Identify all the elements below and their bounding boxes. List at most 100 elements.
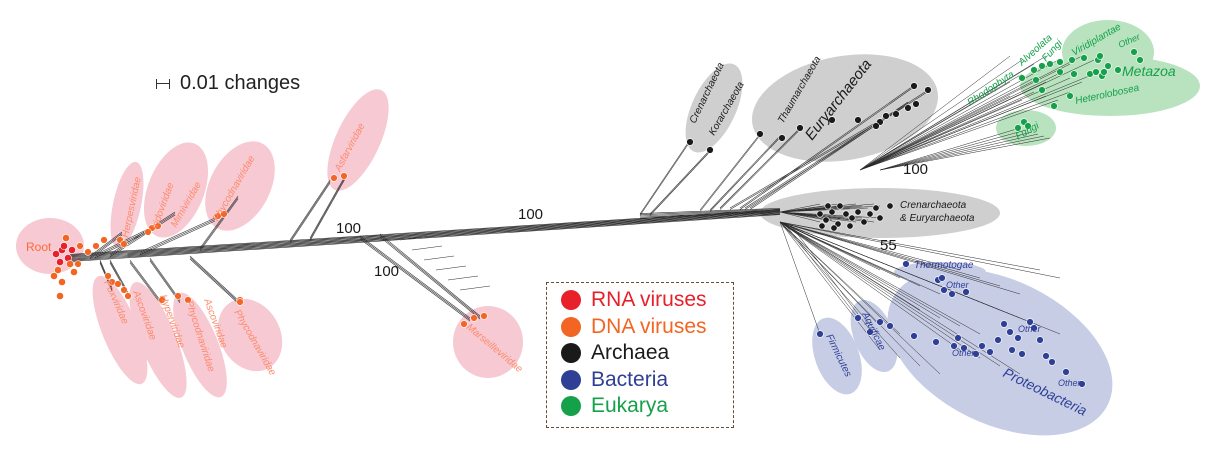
tree-branch bbox=[779, 221, 981, 335]
phyco-upper-bg bbox=[327, 89, 389, 191]
tree-branch bbox=[699, 133, 761, 211]
leaf-node bbox=[114, 280, 122, 288]
leaf-node bbox=[1068, 56, 1076, 64]
proteobacteria-bg bbox=[887, 268, 1113, 436]
leaf-node bbox=[960, 344, 968, 352]
leaf-node bbox=[1066, 92, 1074, 100]
leaf-node bbox=[828, 116, 836, 124]
tree-branch bbox=[779, 221, 941, 319]
tree-branch bbox=[69, 214, 781, 262]
leaf-node bbox=[886, 202, 894, 210]
leaf-node bbox=[938, 274, 946, 282]
tree-branch bbox=[379, 233, 481, 317]
tree-branch bbox=[139, 220, 216, 256]
tree-branch bbox=[879, 135, 1045, 171]
leaf-node bbox=[62, 234, 70, 242]
leaf-node bbox=[854, 116, 862, 124]
leaf-node bbox=[778, 134, 786, 142]
tree-branch bbox=[729, 121, 881, 210]
leaf-node bbox=[948, 290, 956, 298]
scale-bar-icon bbox=[156, 78, 170, 90]
bootstrap-value: 100 bbox=[903, 161, 928, 178]
tree-branch bbox=[649, 149, 711, 215]
leaf-node bbox=[56, 292, 64, 300]
ascovirus-bg bbox=[129, 282, 187, 398]
label-other-b1: Other bbox=[946, 280, 970, 290]
tree-branch bbox=[859, 59, 1023, 171]
tree-branch bbox=[189, 255, 241, 303]
tree-branch bbox=[435, 265, 467, 271]
leaf-node bbox=[1036, 336, 1044, 344]
tree-branch bbox=[379, 235, 481, 318]
phyco-lower-bg bbox=[217, 298, 283, 372]
scale-bar: 0.01 changes bbox=[156, 72, 300, 95]
leaf-node bbox=[84, 248, 92, 256]
leaf-node bbox=[818, 222, 826, 230]
tree-branch bbox=[859, 73, 1059, 171]
leaf-node bbox=[1056, 58, 1064, 66]
leaf-node bbox=[886, 322, 894, 330]
tree-branch bbox=[379, 236, 481, 320]
herpes-bg bbox=[110, 161, 144, 249]
legend-box: RNA viruses DNA viruses Archaea Bacteria… bbox=[546, 282, 734, 428]
legend-dot-icon bbox=[561, 290, 581, 311]
leaf-node bbox=[986, 348, 994, 356]
leaf-node bbox=[76, 242, 84, 250]
tree-branch bbox=[859, 81, 1047, 171]
tree-branch bbox=[779, 221, 941, 295]
marseille-bg bbox=[453, 306, 523, 378]
tree-branch bbox=[69, 209, 781, 255]
tree-branch bbox=[69, 213, 781, 261]
tree-branch bbox=[359, 235, 471, 319]
legend-item-archaea: Archaea bbox=[561, 340, 733, 367]
tree-branch bbox=[639, 208, 781, 214]
leaf-node bbox=[1030, 324, 1038, 332]
tree-branch bbox=[779, 221, 1001, 287]
leaf-node bbox=[1046, 60, 1054, 68]
leaf-node bbox=[846, 222, 854, 230]
leaf-node bbox=[686, 138, 694, 146]
label-other-b3: Other bbox=[952, 348, 976, 358]
legend-item-eukarya: Eukarya bbox=[561, 393, 733, 420]
legend-dot-icon bbox=[561, 369, 581, 390]
leaf-node bbox=[60, 242, 68, 250]
tree-branch bbox=[309, 177, 346, 240]
leaf-node bbox=[994, 336, 1002, 344]
leaf-node bbox=[848, 214, 856, 222]
leaf-node bbox=[58, 278, 66, 286]
leaf-node bbox=[796, 124, 804, 132]
tree-branch bbox=[859, 77, 1035, 171]
tree-branch bbox=[359, 237, 471, 320]
tree-branch bbox=[779, 221, 1021, 295]
tree-branch bbox=[859, 55, 1083, 171]
leaf-node bbox=[892, 110, 900, 118]
leaf-node bbox=[1104, 62, 1112, 70]
tree-branch bbox=[699, 135, 761, 212]
tree-branch bbox=[859, 55, 1011, 171]
leaf-node bbox=[1008, 346, 1016, 354]
leaf-node bbox=[872, 122, 880, 130]
leaf-node bbox=[124, 292, 132, 300]
tree-branch bbox=[779, 221, 821, 335]
tree-branch bbox=[779, 221, 961, 271]
tree-branch bbox=[639, 209, 781, 217]
leaf-node bbox=[236, 298, 244, 306]
leaf-node bbox=[824, 202, 832, 210]
leaf-node bbox=[340, 172, 348, 180]
tree-branch bbox=[789, 223, 871, 331]
legend-label: Eukarya bbox=[591, 394, 669, 418]
leaf-node bbox=[1000, 320, 1008, 328]
legend-item-bacteria: Bacteria bbox=[561, 367, 733, 394]
label-cren-eury-2: & Euryarchaeota bbox=[900, 213, 975, 224]
tree-branch bbox=[69, 212, 781, 260]
leaf-node bbox=[158, 296, 166, 304]
tree-branch bbox=[129, 261, 161, 302]
label-other-b4: Other bbox=[1058, 378, 1082, 388]
label-cren-eury-1: Crenarchaeota bbox=[900, 200, 967, 211]
leaf-node bbox=[816, 330, 824, 338]
firmicutes-bg bbox=[812, 317, 862, 395]
tree-branch bbox=[189, 258, 241, 306]
leaf-node bbox=[52, 250, 60, 258]
tree-branch bbox=[859, 55, 1047, 171]
leaf-node bbox=[932, 338, 940, 346]
